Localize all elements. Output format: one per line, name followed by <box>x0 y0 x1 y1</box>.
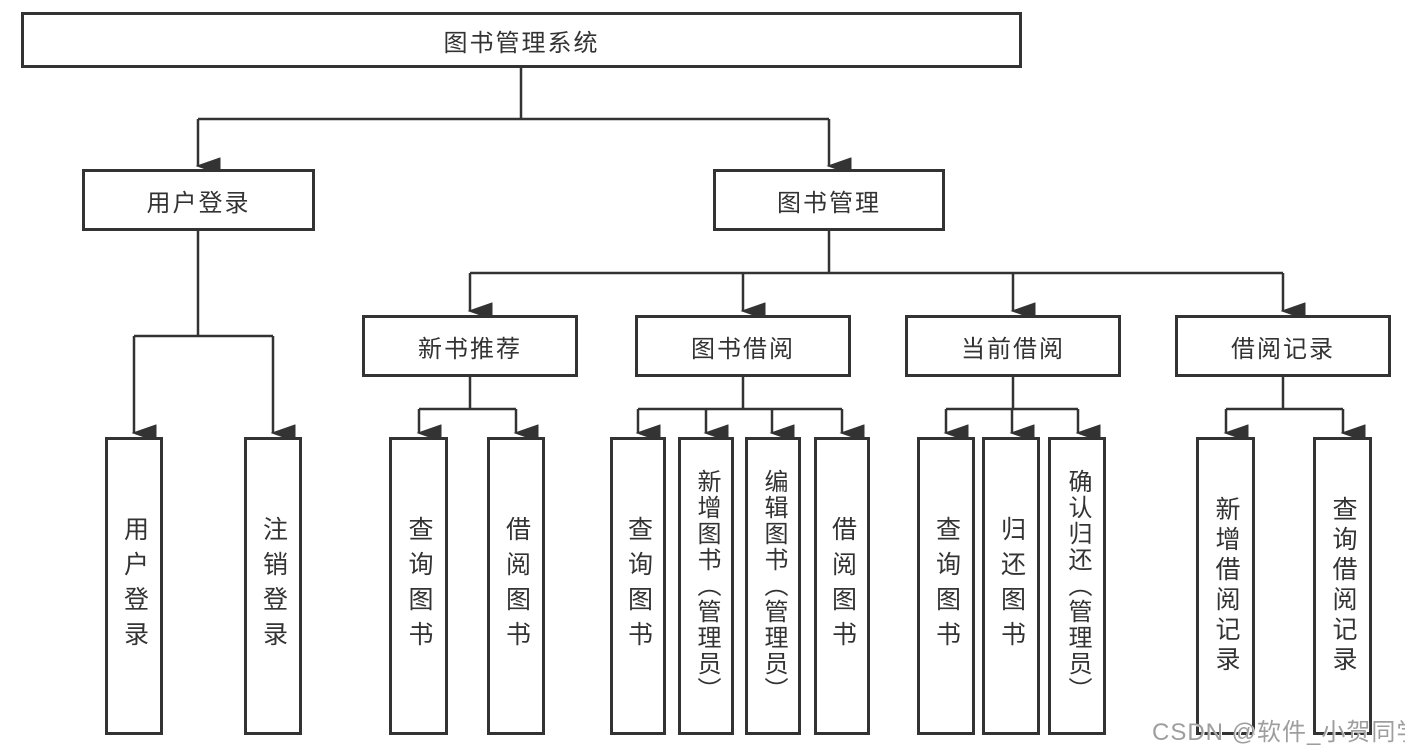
node-leaf-logout-label: 注销登录 <box>259 516 288 656</box>
node-new-book-recommend-label: 新书推荐 <box>418 335 522 363</box>
node-leaf-bb-add-books-admin: 新增图书（管理员） <box>678 437 734 735</box>
node-leaf-br-add-record-label: 新增借阅记录 <box>1212 496 1240 676</box>
node-leaf-nb-query-books-label: 查询图书 <box>405 516 433 656</box>
node-current-borrow: 当前借阅 <box>905 315 1121 377</box>
node-leaf-bb-query-books-label: 查询图书 <box>624 516 653 656</box>
node-leaf-nb-borrow-books: 借阅图书 <box>487 437 545 735</box>
connector-new-book-to-leaves <box>416 377 539 442</box>
node-leaf-bb-edit-books-admin-label: 编辑图书（管理员） <box>760 469 787 703</box>
node-current-borrow-label: 当前借阅 <box>961 335 1065 363</box>
node-book-management-module: 图书管理 <box>713 169 945 231</box>
node-leaf-br-add-record: 新增借阅记录 <box>1196 437 1255 735</box>
node-user-login-module-label: 用户登录 <box>146 189 251 217</box>
connector-root-to-level2 <box>195 68 852 175</box>
node-leaf-logout: 注销登录 <box>244 437 302 735</box>
connector-borrow-records-to-leaves <box>1223 377 1366 442</box>
node-leaf-bb-query-books: 查询图书 <box>610 437 666 735</box>
node-leaf-cb-confirm-return-admin: 确认归还（管理员） <box>1048 437 1106 735</box>
node-book-borrow-label: 图书借阅 <box>691 335 795 363</box>
connector-current-borrow-to-leaves <box>943 377 1101 442</box>
csdn-watermark: CSDN @软件_小贺同学 <box>1152 719 1405 746</box>
node-new-book-recommend: 新书推荐 <box>362 315 578 377</box>
node-leaf-bb-edit-books-admin: 编辑图书（管理员） <box>745 437 801 735</box>
node-leaf-cb-confirm-return-admin-label: 确认归还（管理员） <box>1064 469 1091 703</box>
connector-user-login-to-leaves <box>131 231 296 442</box>
node-borrow-records: 借阅记录 <box>1175 315 1391 377</box>
node-leaf-bb-borrow-books: 借阅图书 <box>814 437 870 735</box>
node-user-login-module: 用户登录 <box>82 169 315 231</box>
node-system-root-label: 图书管理系统 <box>443 29 600 57</box>
node-leaf-bb-borrow-books-label: 借阅图书 <box>828 516 857 656</box>
node-leaf-cb-return-books: 归还图书 <box>982 437 1040 735</box>
node-leaf-br-query-record-label: 查询借阅记录 <box>1329 496 1357 676</box>
node-leaf-br-query-record: 查询借阅记录 <box>1313 437 1372 735</box>
node-leaf-nb-borrow-books-label: 借阅图书 <box>502 516 531 656</box>
node-leaf-cb-query-books-label: 查询图书 <box>932 516 961 656</box>
node-book-management-module-label: 图书管理 <box>777 189 881 217</box>
connector-book-borrow-to-leaves <box>635 377 865 442</box>
node-leaf-bb-add-books-admin-label: 新增图书（管理员） <box>693 469 720 703</box>
connector-book-management-to-level3 <box>467 231 1306 320</box>
node-leaf-cb-return-books-label: 归还图书 <box>997 516 1026 656</box>
node-leaf-user-login-label: 用户登录 <box>120 516 149 656</box>
node-leaf-user-login: 用户登录 <box>105 437 163 735</box>
node-leaf-cb-query-books: 查询图书 <box>917 437 975 735</box>
node-book-borrow: 图书借阅 <box>635 315 851 377</box>
node-borrow-records-label: 借阅记录 <box>1231 335 1335 363</box>
node-leaf-nb-query-books: 查询图书 <box>389 437 448 735</box>
node-system-root: 图书管理系统 <box>21 12 1022 68</box>
